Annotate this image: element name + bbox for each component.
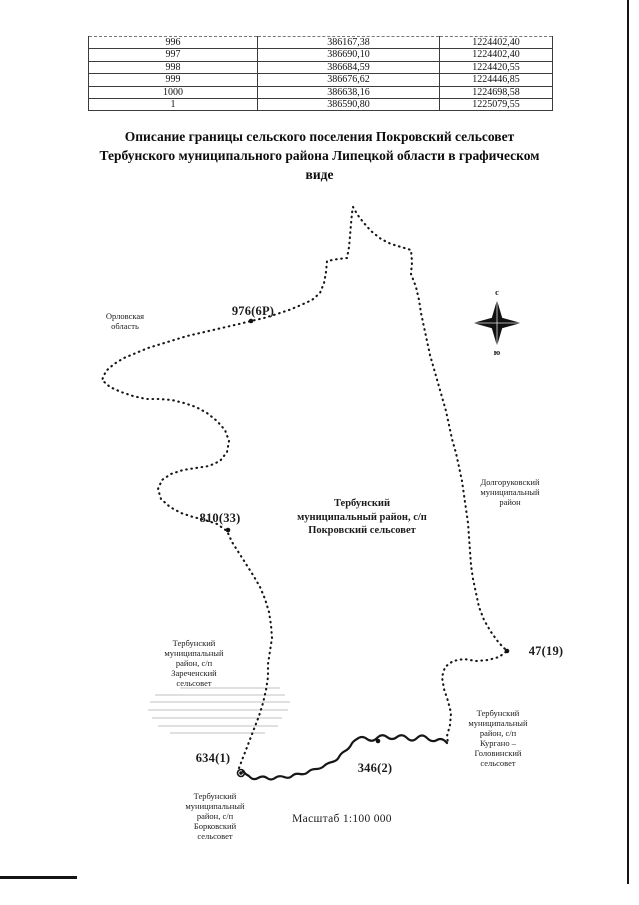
- region-label-kurgano-golovinsky-selsovet: Тербунский муниципальный район, с/п Кург…: [468, 708, 528, 769]
- boundary-point-label-47: 47(19): [528, 644, 564, 658]
- y-coordinate-cell: 1225079,55: [439, 98, 553, 112]
- y-coordinate-cell: 1224698,58: [439, 85, 553, 100]
- page-right-border-line: [627, 0, 629, 884]
- point-number-cell: 1000: [88, 85, 258, 100]
- y-coordinate-cell: 1224446,85: [439, 73, 553, 87]
- boundary-point-label-346: 346(2): [357, 761, 393, 775]
- river-boundary-line: [241, 734, 449, 781]
- map-scale-label: Масштаб 1:100 000: [292, 813, 392, 825]
- region-label-dolgorukovsky-rayon: Долгоруковский муниципальный район: [480, 477, 540, 508]
- y-coordinate-cell: 1224420,55: [439, 60, 553, 75]
- settlement-boundary-line: [100, 205, 509, 770]
- region-label-orlovskaya-oblast: Орловская область: [105, 311, 145, 332]
- table-row: 996 386167,38 1224402,40: [88, 35, 553, 50]
- point-number-cell: 997: [88, 48, 258, 62]
- x-coordinate-cell: 386167,38: [257, 35, 440, 50]
- hatch-lines: [148, 687, 290, 734]
- page-bottom-border-line: [0, 876, 77, 879]
- y-coordinate-cell: 1224402,40: [439, 35, 553, 50]
- coordinate-table: 996 386167,38 1224402,40 997 386690,10 1…: [88, 35, 553, 112]
- table-row: 998 386684,59 1224420,55: [88, 60, 553, 75]
- y-coordinate-cell: 1224402,40: [439, 48, 553, 62]
- boundary-point-label-634: 634(1): [195, 751, 231, 765]
- table-row: 1000 386638,16 1224698,58: [88, 85, 553, 100]
- compass-south-label: ю: [493, 347, 501, 357]
- compass-rose-icon: [473, 300, 521, 346]
- region-label-pokrovsky-selsovet: Тербунский муниципальный район, с/п Покр…: [297, 498, 427, 537]
- x-coordinate-cell: 386638,16: [257, 85, 440, 100]
- region-label-zarechensky-selsovet: Тербунский муниципальный район, с/п Заре…: [164, 638, 224, 689]
- page-title: Описание границы сельского поселения Пок…: [99, 129, 540, 182]
- point-number-cell: 998: [88, 60, 258, 75]
- table-row: 1 386590,80 1225079,55: [88, 98, 553, 112]
- boundary-point-label-810: 810(33): [199, 511, 241, 525]
- x-coordinate-cell: 386676,62: [257, 73, 440, 87]
- boundary-node-634: [236, 768, 246, 778]
- table-row: 999 386676,62 1224446,85: [88, 73, 553, 87]
- x-coordinate-cell: 386684,59: [257, 60, 440, 75]
- compass-north-label: с: [495, 287, 499, 297]
- boundary-key-points: [225, 318, 510, 775]
- table-row: 997 386690,10 1224402,40: [88, 48, 553, 62]
- point-number-cell: 996: [88, 35, 258, 50]
- boundary-point-label-976: 976(6Р): [231, 304, 275, 318]
- region-label-borkovsky-selsovet: Тербунский муниципальный район, с/п Борк…: [185, 791, 245, 842]
